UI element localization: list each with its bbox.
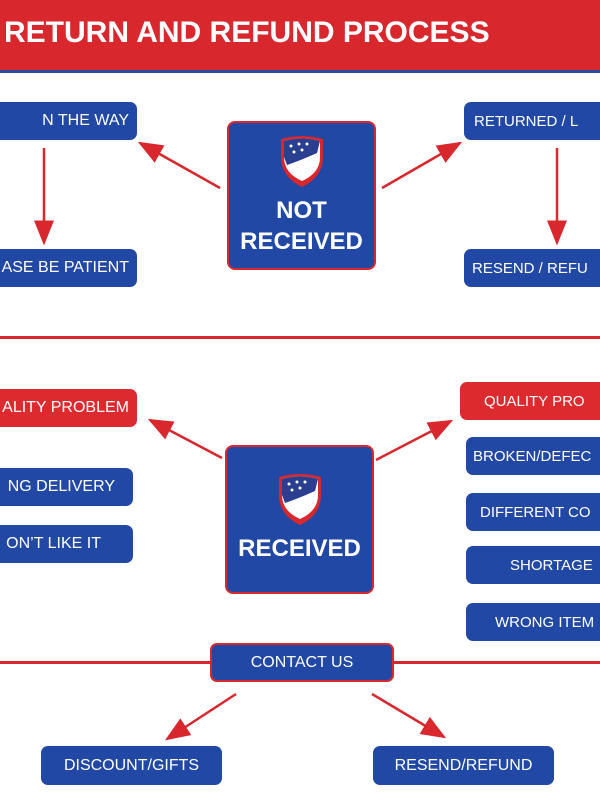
box-label: NG DELIVERY	[7, 478, 115, 495]
arrow	[375, 419, 454, 462]
section-divider	[0, 336, 600, 339]
arrow	[381, 141, 463, 190]
arrow	[147, 418, 223, 460]
box-label: SHORTAGE	[510, 556, 593, 574]
box-label: RESEND / REFU	[472, 259, 588, 277]
box-label: CONTACT US	[250, 653, 354, 671]
resend-refund-outcome-box: RESEND/REFUND	[373, 746, 554, 785]
header-banner: RETURN AND REFUND PROCESS	[0, 0, 600, 73]
be-patient-box: ASE BE PATIENT	[0, 249, 137, 287]
center-label-line1: NOT	[276, 197, 327, 224]
shield-eagle-logo-icon	[277, 473, 323, 527]
arrow	[371, 692, 447, 739]
page-title: RETURN AND REFUND PROCESS	[4, 16, 490, 49]
arrow	[164, 692, 237, 741]
box-label: DISCOUNT/GIFTS	[63, 756, 200, 774]
contact-us-box: CONTACT US	[210, 643, 394, 682]
box-label: ASE BE PATIENT	[1, 259, 129, 276]
on-the-way-box: N THE WAY	[0, 102, 137, 140]
box-label: DIFFERENT CO	[480, 503, 591, 521]
quality-problem-box: QUALITY PRO	[460, 382, 600, 420]
box-label: N THE WAY	[42, 112, 129, 129]
box-label: QUALITY PRO	[484, 392, 585, 410]
box-label: RESEND/REFUND	[394, 756, 533, 774]
arrow	[137, 141, 221, 190]
non-quality-problem-box: ALITY PROBLEM	[0, 389, 137, 427]
section-divider	[0, 661, 212, 664]
box-label: BROKEN/DEFEC	[473, 447, 592, 465]
returned-box: RETURNED / L	[464, 102, 600, 140]
center-label: RECEIVED	[238, 535, 361, 562]
wrong-item-box: WRONG ITEM	[466, 603, 600, 641]
shield-eagle-logo-icon	[279, 135, 325, 189]
different-color-box: DIFFERENT CO	[466, 493, 600, 531]
center-label-line2: RECEIVED	[240, 228, 363, 255]
resend-refund-box: RESEND / REFU	[464, 249, 600, 287]
received-box: RECEIVED	[225, 445, 374, 594]
broken-defective-box: BROKEN/DEFEC	[466, 437, 600, 475]
shortage-box: SHORTAGE	[466, 546, 600, 584]
box-label: WRONG ITEM	[495, 613, 595, 631]
box-label: ON’T LIKE IT	[6, 535, 101, 552]
not-received-box: NOT RECEIVED	[227, 121, 376, 270]
wrong-delivery-box: NG DELIVERY	[0, 468, 133, 506]
box-label: ALITY PROBLEM	[2, 399, 129, 416]
box-label: RETURNED / L	[474, 112, 579, 130]
discount-gifts-box: DISCOUNT/GIFTS	[41, 746, 222, 785]
dont-like-it-box: ON’T LIKE IT	[0, 525, 133, 563]
section-divider	[392, 661, 600, 664]
